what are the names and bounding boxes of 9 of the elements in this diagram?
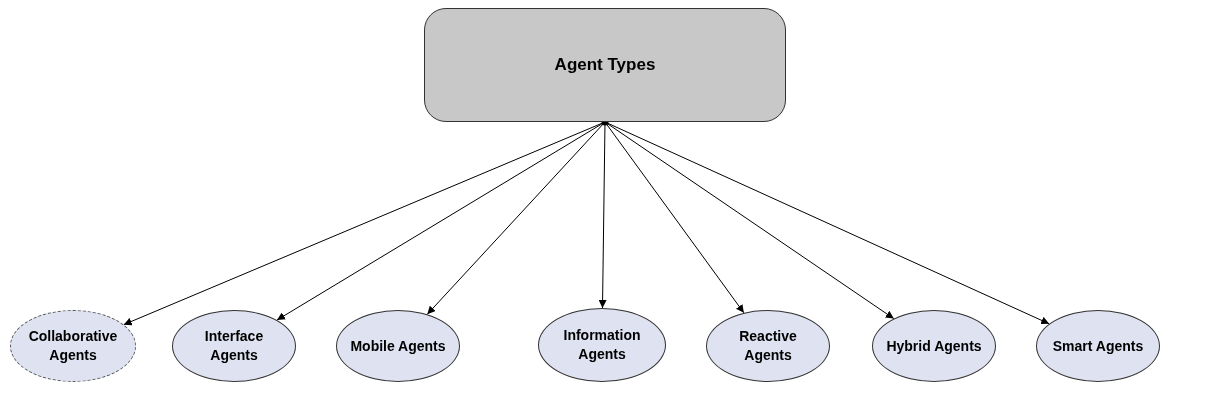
node-label: Collaborative Agents: [27, 327, 119, 365]
node-label: Reactive Agents: [738, 327, 798, 365]
node-label: Mobile Agents: [350, 336, 446, 356]
node-label: Information Agents: [562, 326, 642, 364]
node-label: Smart Agents: [1052, 336, 1144, 356]
title-label: Agent Types: [554, 55, 656, 75]
node-label: Interface Agents: [203, 327, 265, 365]
node-label: Hybrid Agents: [886, 336, 982, 356]
rounded-box: [424, 8, 786, 122]
